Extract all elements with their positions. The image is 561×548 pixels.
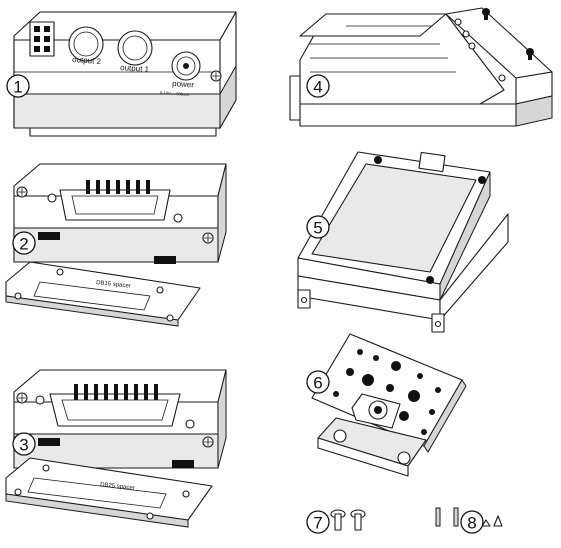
db15-spacer: DB15 spacer: [5, 261, 201, 327]
part-8-small-screws: [435, 507, 503, 527]
part-5-enclosure: [297, 151, 509, 333]
badge-8: 8: [460, 510, 484, 534]
svg-text:4: 4: [313, 78, 322, 97]
part-6-mounting-plate: [311, 333, 467, 477]
db25-spacer: DB25 spacer: [5, 457, 213, 528]
svg-text:5: 5: [313, 219, 322, 238]
badge-4: 4: [306, 74, 330, 98]
badge-5: 5: [306, 215, 330, 239]
part-1-output-module: output 2 output 1 power 6-18V ... 500mA: [13, 11, 237, 137]
db15-spacer-label: DB15 spacer: [96, 280, 131, 290]
svg-text:7: 7: [313, 514, 322, 533]
badge-7: 7: [306, 510, 330, 534]
badge-1: 1: [6, 74, 30, 98]
svg-text:2: 2: [19, 235, 28, 254]
output-1-label: output 1: [120, 63, 150, 74]
part-2-db15-module: [13, 163, 227, 264]
svg-text:6: 6: [313, 374, 322, 393]
badge-2: 2: [12, 231, 36, 255]
part-4-rail-bracket: [289, 7, 553, 127]
power-rating-label: 6-18V ... 500mA: [160, 90, 190, 97]
svg-text:3: 3: [19, 436, 28, 455]
output-2-label: output 2: [72, 55, 102, 66]
power-label: power: [172, 79, 195, 90]
badge-3: 3: [12, 432, 36, 456]
db25-spacer-label: DB25 spacer: [100, 482, 135, 492]
badge-6: 6: [306, 370, 330, 394]
part-3-db25-module: [13, 369, 227, 469]
svg-text:1: 1: [13, 78, 22, 97]
part-7-screws: [330, 509, 366, 531]
svg-text:8: 8: [467, 514, 476, 533]
